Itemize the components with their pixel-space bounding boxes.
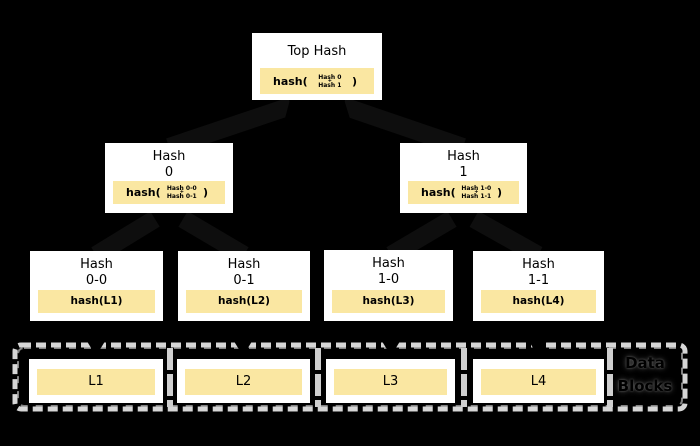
hash-fn-open: hash( bbox=[421, 186, 456, 199]
hash-fn-close: ) bbox=[496, 186, 502, 199]
node-title: Hash 0-0 bbox=[30, 251, 163, 289]
hash-fn-args: Hash 0-0 + Hash 0-1 bbox=[166, 185, 197, 200]
plus-sign: + bbox=[327, 77, 332, 84]
data-blocks-line-1: Data bbox=[625, 354, 665, 372]
data-block-label: L4 bbox=[481, 369, 596, 395]
hash-arg-bottom: Hash 1 bbox=[318, 81, 342, 89]
node-hash-0-1: Hash 0-1 hash(L2) bbox=[178, 251, 310, 321]
arrowhead-top-right-icon bbox=[330, 96, 351, 122]
arrow-hash10-to-hash1-icon bbox=[386, 211, 457, 263]
title-line-1: Hash bbox=[447, 149, 480, 164]
arrowhead-top-left-icon bbox=[284, 96, 305, 122]
hash-function-label: hash( Hash 1-0 + Hash 1-1 ) bbox=[408, 181, 519, 204]
node-title: Hash 0 bbox=[105, 143, 233, 181]
plus-sign: + bbox=[474, 189, 479, 195]
node-data-block-l2: L2 bbox=[177, 359, 310, 403]
hash-function-label: hash(L1) bbox=[38, 290, 155, 313]
title-line-1: Hash bbox=[372, 256, 405, 271]
hash-arg-bottom: Hash 1-1 bbox=[461, 193, 492, 200]
hash-function-label: hash( Hash 0 + Hash 1 ) bbox=[260, 68, 374, 94]
node-data-block-l1: L1 bbox=[29, 359, 163, 403]
hash-arg-top: Hash 0-0 bbox=[166, 185, 197, 192]
title-line-2: 0 bbox=[164, 165, 174, 180]
node-data-block-l3: L3 bbox=[326, 359, 455, 403]
node-hash-1: Hash 1 hash( Hash 1-0 + Hash 1-1 ) bbox=[400, 143, 527, 213]
data-block-label: L3 bbox=[334, 369, 447, 395]
data-block-label: L2 bbox=[185, 369, 302, 395]
title-line-1: Hash bbox=[152, 149, 186, 164]
arrow-hash00-to-hash0-icon bbox=[91, 211, 160, 263]
hash-function-label: hash( Hash 0-0 + Hash 0-1 ) bbox=[113, 181, 225, 204]
arrow-hash0-to-top-icon bbox=[166, 97, 294, 156]
ghost-arrow-bands bbox=[91, 97, 543, 263]
leaf-arrow-diamonds bbox=[85, 320, 549, 356]
node-data-block-l4: L4 bbox=[473, 359, 604, 403]
node-title: Hash 1-0 bbox=[324, 250, 453, 288]
title-line-2: 1 bbox=[459, 165, 468, 180]
data-blocks-caption: Data Blocks bbox=[606, 352, 684, 404]
node-title: Hash 1-1 bbox=[473, 251, 604, 289]
data-block-dividers bbox=[167, 348, 613, 407]
arrow-l2-to-hash01-icon bbox=[232, 320, 254, 356]
arrow-l3-to-hash10-icon bbox=[380, 320, 402, 356]
title-line-1: Hash bbox=[227, 257, 261, 272]
data-blocks-dashed-border bbox=[12, 342, 688, 412]
arrow-hash01-to-hash0-icon bbox=[178, 211, 249, 263]
data-blocks-line-2: Blocks bbox=[617, 377, 673, 395]
arrow-l4-to-hash11-icon bbox=[527, 320, 549, 356]
title-line-1: Hash bbox=[522, 257, 555, 272]
hash-fn-open: hash( bbox=[126, 186, 161, 199]
node-hash-0-0: Hash 0-0 hash(L1) bbox=[30, 251, 163, 321]
title-line-2: 0-0 bbox=[85, 273, 108, 288]
node-hash-1-1: Hash 1-1 hash(L4) bbox=[473, 251, 604, 321]
node-hash-0: Hash 0 hash( Hash 0-0 + Hash 0-1 ) bbox=[105, 143, 233, 213]
node-title: Hash 0-1 bbox=[178, 251, 310, 289]
plus-sign: + bbox=[179, 189, 184, 195]
node-title: Hash 1 bbox=[400, 143, 527, 181]
arrow-l1-to-hash00-icon bbox=[85, 320, 107, 356]
hash-function-label: hash(L4) bbox=[481, 290, 596, 313]
arrow-hash1-to-top-icon bbox=[340, 97, 466, 156]
hash-fn-close: ) bbox=[351, 74, 357, 88]
node-top-hash: Top Hash hash( Hash 0 + Hash 1 ) bbox=[252, 33, 382, 100]
hash-function-label: hash(L3) bbox=[332, 290, 445, 313]
node-title: Top Hash bbox=[287, 44, 347, 59]
hash-fn-close: ) bbox=[202, 186, 208, 199]
hash-fn-open: hash( bbox=[273, 74, 308, 88]
hash-fn-args: Hash 0 + Hash 1 bbox=[318, 73, 342, 89]
hash-function-label: hash(L2) bbox=[186, 290, 302, 313]
hash-arg-bottom: Hash 0-1 bbox=[166, 193, 197, 200]
hash-arg-top: Hash 1-0 bbox=[461, 185, 492, 192]
ghost-arrowheads bbox=[284, 96, 351, 122]
data-block-label: L1 bbox=[37, 369, 155, 395]
title-line-2: 1-0 bbox=[377, 272, 400, 287]
title-line-1: Hash bbox=[80, 257, 113, 272]
title-line-2: 1-1 bbox=[527, 273, 550, 288]
node-hash-1-0: Hash 1-0 hash(L3) bbox=[324, 250, 453, 321]
hash-fn-args: Hash 1-0 + Hash 1-1 bbox=[461, 185, 492, 200]
hash-arg-top: Hash 0 bbox=[318, 73, 342, 81]
arrow-hash11-to-hash1-icon bbox=[469, 211, 543, 263]
data-blocks-dashed-border-inner bbox=[17, 347, 683, 407]
title-line-2: 0-1 bbox=[233, 273, 255, 288]
